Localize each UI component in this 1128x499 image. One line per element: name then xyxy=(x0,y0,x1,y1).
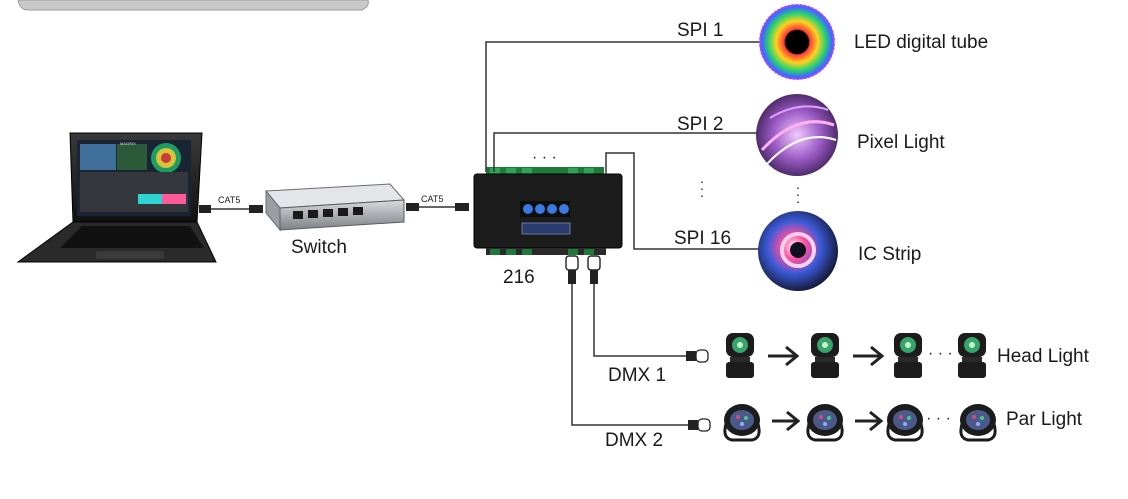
led-digital-tube-label: LED digital tube xyxy=(854,32,989,53)
head-light-ellipsis: · · · xyxy=(928,345,953,362)
dmx-plugs xyxy=(686,349,711,432)
cat5-right-label: CAT5 xyxy=(421,194,444,204)
device-vertical-ellipsis: ··· xyxy=(795,179,801,209)
spi-2-label: SPI 2 xyxy=(677,114,724,135)
pixel-light-image xyxy=(756,94,838,176)
led-digital-tube-image xyxy=(758,3,836,81)
cable-switch-controller xyxy=(406,203,469,211)
switch-label: Switch xyxy=(291,237,347,258)
network-switch xyxy=(264,183,406,232)
par-light-ellipsis: · · · xyxy=(926,410,951,427)
cable-laptop-switch xyxy=(199,205,263,213)
ic-strip-label: IC Strip xyxy=(858,244,922,265)
ic-strip-image xyxy=(758,211,838,291)
dmx-2-label: DMX 2 xyxy=(605,430,664,451)
pixel-light-label: Pixel Light xyxy=(857,132,945,153)
dmx-connectors xyxy=(565,255,601,284)
controller-216 xyxy=(473,167,623,255)
chain-arrows xyxy=(768,345,885,432)
laptop xyxy=(16,132,217,263)
cat5-left-label: CAT5 xyxy=(218,195,241,205)
spi-16-label: SPI 16 xyxy=(674,228,732,249)
head-light-label: Head Light xyxy=(997,346,1089,367)
dmx-wiring xyxy=(571,284,688,426)
controller-label: 216 xyxy=(503,267,535,288)
top-banner-fragment xyxy=(17,0,369,11)
laptop-screen-text: MAGRIX xyxy=(120,141,136,146)
spi-wiring xyxy=(485,41,760,250)
spi-vertical-ellipsis: ··· xyxy=(699,173,705,203)
par-light-fixtures xyxy=(723,404,997,442)
head-light-fixtures xyxy=(726,333,986,378)
dmx-1-label: DMX 1 xyxy=(608,365,667,386)
spi-1-label: SPI 1 xyxy=(677,20,724,41)
controller-port-ellipsis: · · · xyxy=(532,149,557,166)
par-light-label: Par Light xyxy=(1006,409,1083,430)
